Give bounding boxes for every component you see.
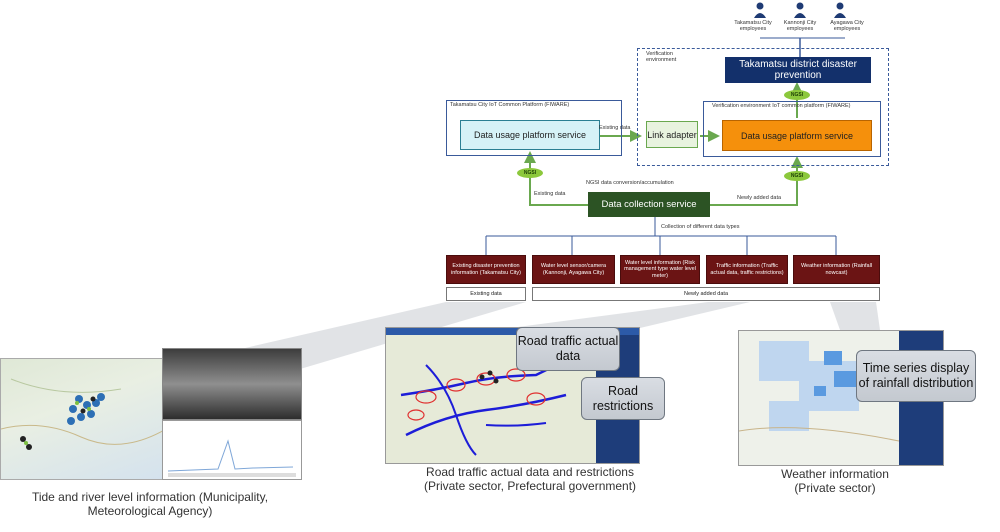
data-collection-box: Data collection service — [588, 192, 710, 217]
source-box: Weather information (Rainfall nowcast) — [793, 255, 880, 284]
existing-data-label: Existing data — [534, 191, 566, 197]
source-box: Water level sensor/camera (Kannonji, Aya… — [532, 255, 615, 284]
ngsi-conversion-label: NGSI data conversion/accumulation — [586, 180, 674, 186]
source-box: Traffic information (Traffic actual data… — [706, 255, 788, 284]
callout-rainfall: Time series display of rainfall distribu… — [856, 350, 976, 402]
verification-platform-frame — [703, 101, 881, 157]
takamatsu-platform-frame — [446, 100, 622, 156]
link-adapter-box: Link adapter — [646, 121, 698, 148]
ngsi-badge: NGSI — [784, 171, 810, 181]
ngsi-badge: NGSI — [517, 168, 543, 178]
newly-added-label: Newly added data — [737, 195, 782, 201]
callout-road-traffic: Road traffic actual data — [516, 327, 620, 371]
verification-environment-frame — [637, 48, 889, 166]
source-box: Water level information (Risk management… — [620, 255, 700, 284]
graph-line — [167, 439, 296, 477]
disaster-prevention-box: Takamatsu district disaster prevention — [725, 57, 871, 83]
existing-data-bar: Existing data — [446, 287, 526, 301]
arrow-existing-data — [524, 151, 588, 206]
data-usage-platform-right: Data usage platform service — [722, 120, 872, 151]
source-box: Existing disaster prevention information… — [446, 255, 526, 284]
existing-data-arrow-label: Existing data — [599, 125, 631, 131]
projection-cone-right — [830, 302, 880, 330]
person-icon — [834, 2, 846, 18]
takamatsu-platform-label: Takamatsu City IoT Common Platform (FIWA… — [450, 102, 570, 108]
person-icon — [794, 2, 806, 18]
caption-left: Tide and river level information (Munici… — [31, 490, 269, 518]
callout-road-restrictions: Road restrictions — [581, 377, 665, 420]
collection-types-label: Collection of different data types — [661, 224, 740, 230]
verification-platform-label: Verification environment IoT common plat… — [712, 103, 851, 109]
water-level-graph — [162, 420, 302, 480]
employee-label: Takamatsu City employees — [734, 20, 772, 32]
newly-added-bar: Newly added data — [532, 287, 880, 301]
employee-label: Ayagawa City employees — [830, 20, 864, 32]
map-graphic — [1, 378, 166, 450]
data-usage-platform-left: Data usage platform service — [460, 120, 600, 150]
caption-middle: Road traffic actual data and restriction… — [423, 465, 637, 493]
ngsi-badge: NGSI — [784, 90, 810, 100]
app-header-bar — [386, 328, 639, 335]
caption-right: Weather information (Private sector) — [781, 467, 889, 495]
projection-cone-middle — [510, 302, 750, 328]
person-icon — [754, 2, 766, 18]
tide-map-screenshot — [0, 358, 167, 480]
river-camera-image — [162, 348, 302, 420]
verification-environment-label: Verification environment — [646, 51, 677, 63]
employee-label: Kannonji City employees — [783, 20, 817, 32]
